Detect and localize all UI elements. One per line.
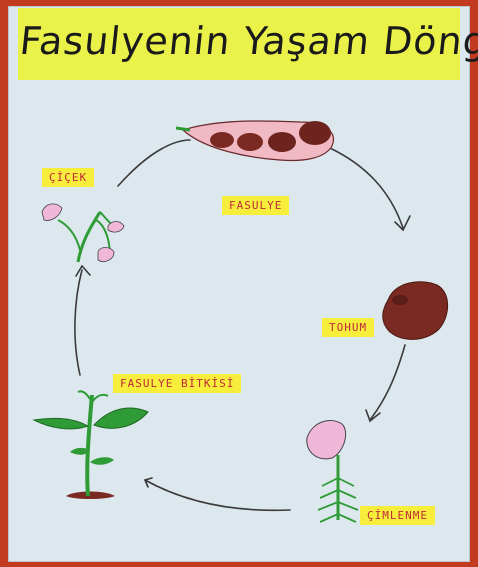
arrow-plant-to-flower [74, 269, 83, 376]
arrow-flower-to-bean [117, 139, 191, 187]
arrowhead-plant [144, 477, 153, 488]
stage-label-flower: ÇİÇEK [42, 168, 95, 187]
bean-plant-image [32, 390, 149, 499]
seed-image [382, 281, 449, 340]
title-strip [18, 8, 460, 80]
stage-label-bean: FASULYE [222, 196, 290, 215]
arrow-sprout-to-plant [144, 479, 291, 512]
arrowhead-seed [394, 215, 411, 232]
stage-label-germination: ÇİMLENME [360, 506, 435, 525]
stage-label-seed: TOHUM [322, 318, 375, 337]
poster-sheet [8, 6, 470, 562]
arrowhead-flower [75, 264, 91, 277]
bean-pod-image [175, 120, 334, 162]
arrow-bean-to-seed [329, 147, 404, 229]
flower-image [41, 203, 125, 263]
cycle-arrows [74, 139, 411, 512]
arrow-seed-to-sprout [369, 344, 406, 421]
stage-label-plant: FASULYE BİTKİSİ [113, 374, 242, 393]
sprout-image [306, 420, 359, 523]
arrowhead-sprout [365, 409, 381, 423]
